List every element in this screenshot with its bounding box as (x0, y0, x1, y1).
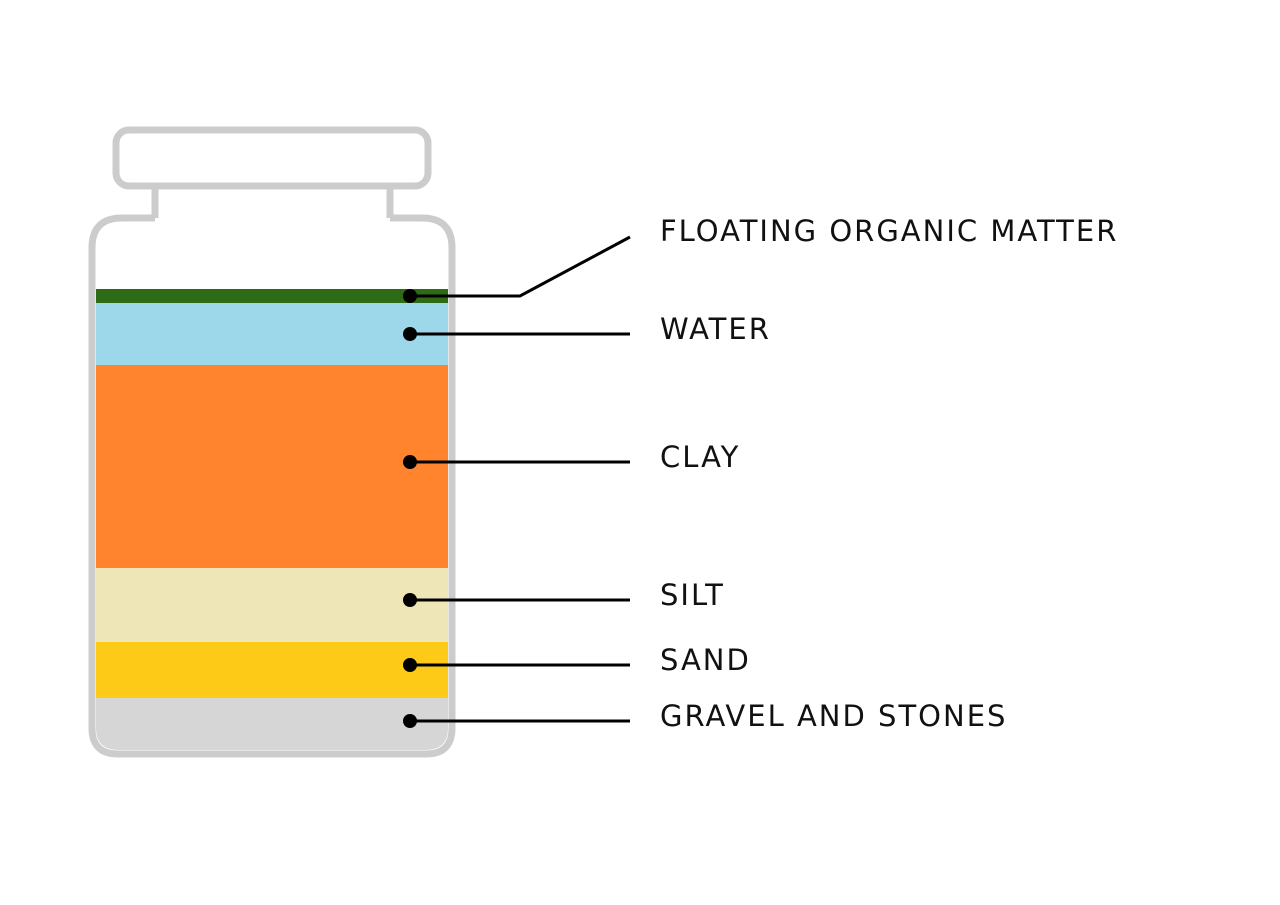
label-organic: FLOATING ORGANIC MATTER (660, 214, 1118, 248)
layer-silt-band (96, 568, 448, 642)
dot-clay (403, 455, 417, 469)
dot-silt (403, 593, 417, 607)
labels: FLOATING ORGANIC MATTER WATER CLAY SILT … (660, 214, 1118, 733)
layer-clay-band (96, 365, 448, 568)
dot-water (403, 327, 417, 341)
label-clay: CLAY (660, 440, 740, 474)
jar-body (88, 214, 456, 758)
label-silt: SILT (660, 578, 725, 612)
label-water: WATER (660, 312, 771, 346)
label-gravel: GRAVEL AND STONES (660, 699, 1007, 733)
dot-organic (403, 289, 417, 303)
dot-sand (403, 658, 417, 672)
leader-organic (410, 235, 631, 298)
layer-organic-band (96, 289, 448, 303)
jar-lid (112, 126, 432, 190)
jar (88, 126, 456, 758)
label-sand: SAND (660, 643, 751, 677)
layer-water-band (96, 303, 448, 365)
leader-dots (403, 289, 417, 728)
dot-gravel (403, 714, 417, 728)
layer-sand-band (96, 642, 448, 698)
leaders (410, 235, 631, 723)
soil-layers (96, 289, 448, 750)
layer-gravel-band (96, 698, 448, 750)
